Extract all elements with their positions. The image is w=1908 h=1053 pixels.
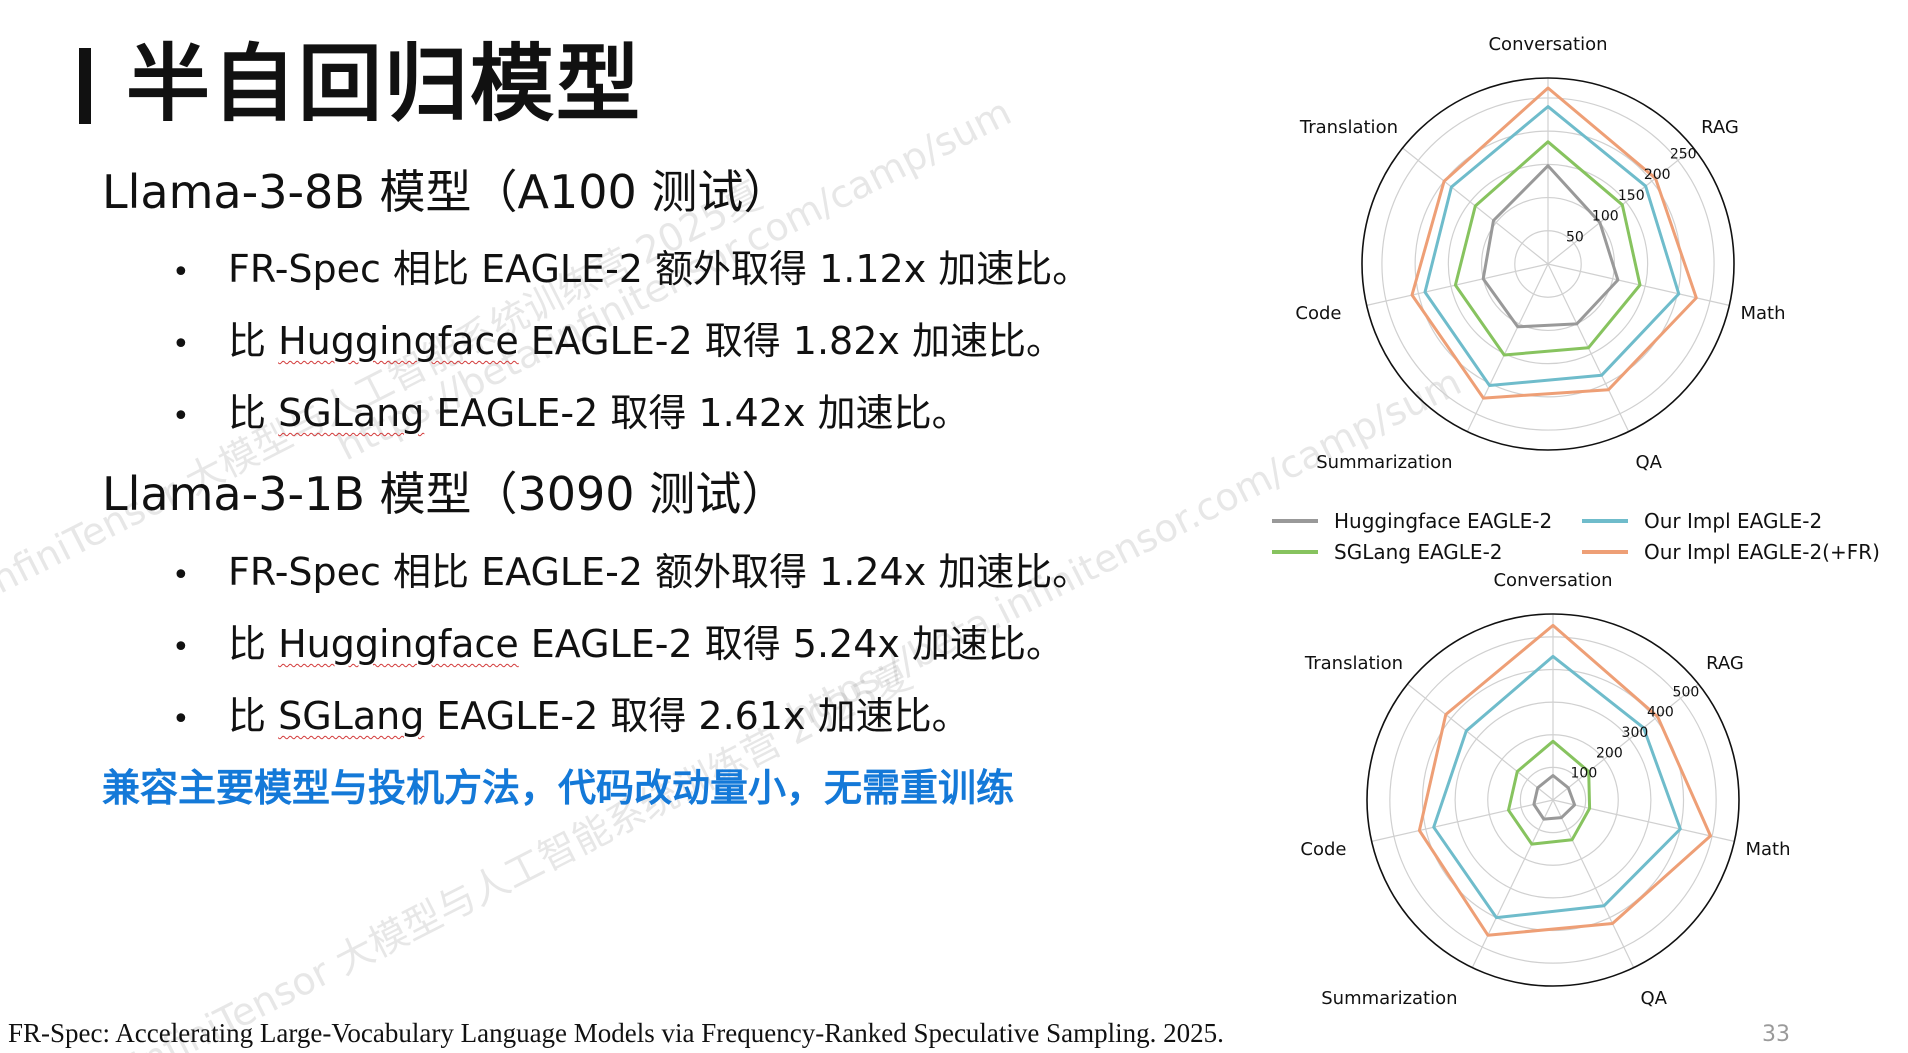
radar-tick-label: 300 [1622, 725, 1649, 741]
radar-axis-label: Code [1295, 303, 1341, 324]
legend-label: Huggingface EAGLE-2 [1334, 509, 1552, 533]
bullet-text: FR-Spec 相比 EAGLE-2 额外取得 1.12x 加速比。 [228, 247, 1091, 291]
radar-series-line [1507, 739, 1592, 846]
radar-tick-label: 500 [1673, 684, 1700, 700]
radar-axis-label: Translation [1304, 653, 1403, 674]
radar-series-line [1432, 654, 1682, 920]
radar-axis-label: Math [1745, 839, 1790, 860]
radar-tick-label: 250 [1670, 146, 1697, 162]
bullet-8b-3: • 比 SGLang EAGLE-2 取得 1.42x 加速比。 [172, 389, 970, 441]
radar-axis-label: Code [1300, 839, 1346, 860]
bullet-text-suffix: EAGLE-2 取得 1.42x 加速比。 [424, 391, 970, 435]
radar-series-line [1532, 774, 1577, 821]
radar-axis-label: Summarization [1316, 452, 1452, 473]
bullet-text-prefix: 比 [228, 319, 279, 363]
radar-axis-label: RAG [1701, 117, 1739, 138]
spellcheck-term: Huggingface [278, 319, 519, 363]
bullet-text: FR-Spec 相比 EAGLE-2 额外取得 1.24x 加速比。 [228, 550, 1091, 594]
highlight-summary: 兼容主要模型与投机方法，代码改动量小，无需重训练 [102, 766, 1015, 810]
bullet-dot: • [172, 702, 190, 737]
radar-axis-label: Translation [1299, 117, 1398, 138]
radar-axis-label: Summarization [1321, 988, 1457, 1009]
radar-series-line [1481, 164, 1620, 329]
legend-label: Our Impl EAGLE-2(+FR) [1644, 540, 1880, 564]
radar-series-line [1417, 623, 1712, 937]
radar-spoke [1552, 799, 1735, 842]
bullet-1b-2: • 比 Huggingface EAGLE-2 取得 5.24x 加速比。 [172, 620, 1064, 672]
bullet-dot: • [172, 327, 190, 362]
bullet-dot: • [172, 630, 190, 665]
radar-tick-label: 50 [1566, 229, 1584, 245]
radar-series-line [1410, 86, 1698, 400]
bullet-text-prefix: 比 [228, 622, 279, 666]
radar-tick-label: 400 [1647, 705, 1674, 721]
bullet-dot: • [172, 558, 190, 593]
bullet-8b-1: • FR-Spec 相比 EAGLE-2 额外取得 1.12x 加速比。 [172, 245, 1090, 297]
bullet-8b-2: • 比 Huggingface EAGLE-2 取得 1.82x 加速比。 [172, 317, 1064, 369]
bullet-1b-1: • FR-Spec 相比 EAGLE-2 额外取得 1.24x 加速比。 [172, 548, 1090, 600]
radar-tick-label: 100 [1592, 209, 1619, 225]
radar-spoke [1366, 263, 1549, 306]
radar-spoke [1371, 799, 1554, 842]
radar-axis-label: Conversation [1493, 570, 1612, 591]
radar-outer-frame [1361, 77, 1735, 451]
radar-axis-label: Conversation [1488, 34, 1607, 55]
radar-axis-label: QA [1640, 988, 1667, 1009]
radar-series-line [1453, 140, 1642, 357]
radar-spoke [1552, 683, 1699, 801]
bullet-1b-3: • 比 SGLang EAGLE-2 取得 2.61x 加速比。 [172, 692, 970, 744]
radar-spoke [1547, 147, 1694, 265]
bullet-text-suffix: EAGLE-2 取得 5.24x 加速比。 [518, 622, 1064, 666]
radar-axis-label: QA [1635, 452, 1662, 473]
citation: FR-Spec: Accelerating Large-Vocabulary L… [8, 1018, 1224, 1048]
bullet-text-prefix: 比 [228, 694, 279, 738]
radar-tick-label: 150 [1618, 188, 1645, 204]
page-number: 33 [1762, 1022, 1790, 1047]
section-heading-1b: Llama-3-1B 模型（3090 测试） [102, 467, 788, 521]
radar-tick-label: 100 [1571, 766, 1598, 782]
legend-label: Our Impl EAGLE-2 [1644, 509, 1822, 533]
radar-outer-frame [1366, 613, 1740, 987]
bullet-dot: • [172, 399, 190, 434]
spellcheck-term: SGLang [278, 391, 425, 435]
radar-spoke [1466, 263, 1549, 432]
slide-title: 半自回归模型 [126, 35, 643, 133]
radar-axis-label: Math [1740, 303, 1785, 324]
radar-spoke [1471, 799, 1554, 968]
radar-axis-label: RAG [1706, 653, 1744, 674]
radar-series-line [1423, 105, 1681, 387]
bullet-text-suffix: EAGLE-2 取得 1.82x 加速比。 [518, 319, 1064, 363]
radar-spoke [1552, 799, 1635, 968]
radar-tick-label: 200 [1644, 167, 1671, 183]
bullet-dot: • [172, 255, 190, 290]
section-heading-8b: Llama-3-8B 模型（A100 测试） [102, 165, 790, 219]
title-accent-bar [79, 48, 91, 124]
bullet-text-suffix: EAGLE-2 取得 2.61x 加速比。 [424, 694, 970, 738]
spellcheck-term: Huggingface [278, 622, 519, 666]
legend-label: SGLang EAGLE-2 [1334, 540, 1503, 564]
spellcheck-term: SGLang [278, 694, 425, 738]
radar-spoke [1407, 683, 1554, 801]
bullet-text-prefix: 比 [228, 391, 279, 435]
radar-tick-label: 200 [1596, 745, 1623, 761]
